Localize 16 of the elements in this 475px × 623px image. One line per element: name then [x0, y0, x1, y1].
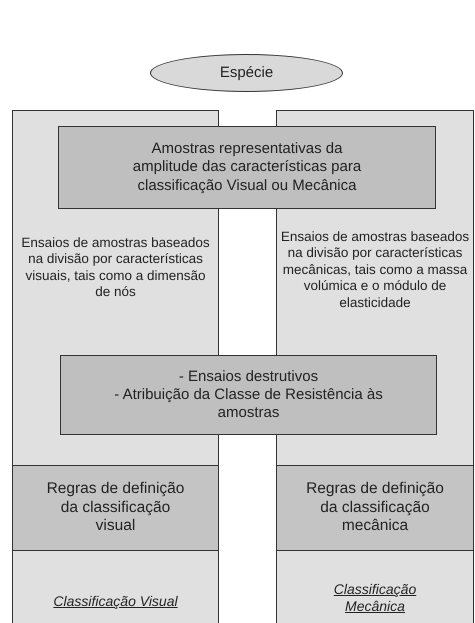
- node-text: Amostras representativas da amplitude das características para classificação Visual ou Mecânica: [132, 140, 362, 195]
- process-box: [58, 126, 436, 209]
- node-text: Ensaios de amostras baseados na divisão por características mecânicas, tais como a massa volúmica e o módulo de elasticidade: [280, 229, 470, 312]
- result-label: Classificação Visual: [53, 593, 178, 610]
- result-label: Classificação Mecânica: [332, 581, 418, 616]
- node-text: - Atribuição da Classe de Resistência às amostras: [113, 386, 384, 422]
- rules-band: [12, 465, 219, 551]
- node-text: Regras de definição da classificação visual: [46, 480, 186, 536]
- rules-band: [276, 465, 474, 551]
- node-text: Espécie: [220, 64, 274, 82]
- process-box: [60, 355, 437, 435]
- result-panel: [12, 550, 219, 623]
- node-text: Ensaios de amostras baseados na divisão por características visuais, tais como a dimensão de nós: [20, 235, 211, 301]
- result-panel: [276, 550, 474, 623]
- node-text: - Ensaios destrutivos: [178, 368, 318, 386]
- node-text: Regras de definição da classificação mecânica: [305, 480, 445, 536]
